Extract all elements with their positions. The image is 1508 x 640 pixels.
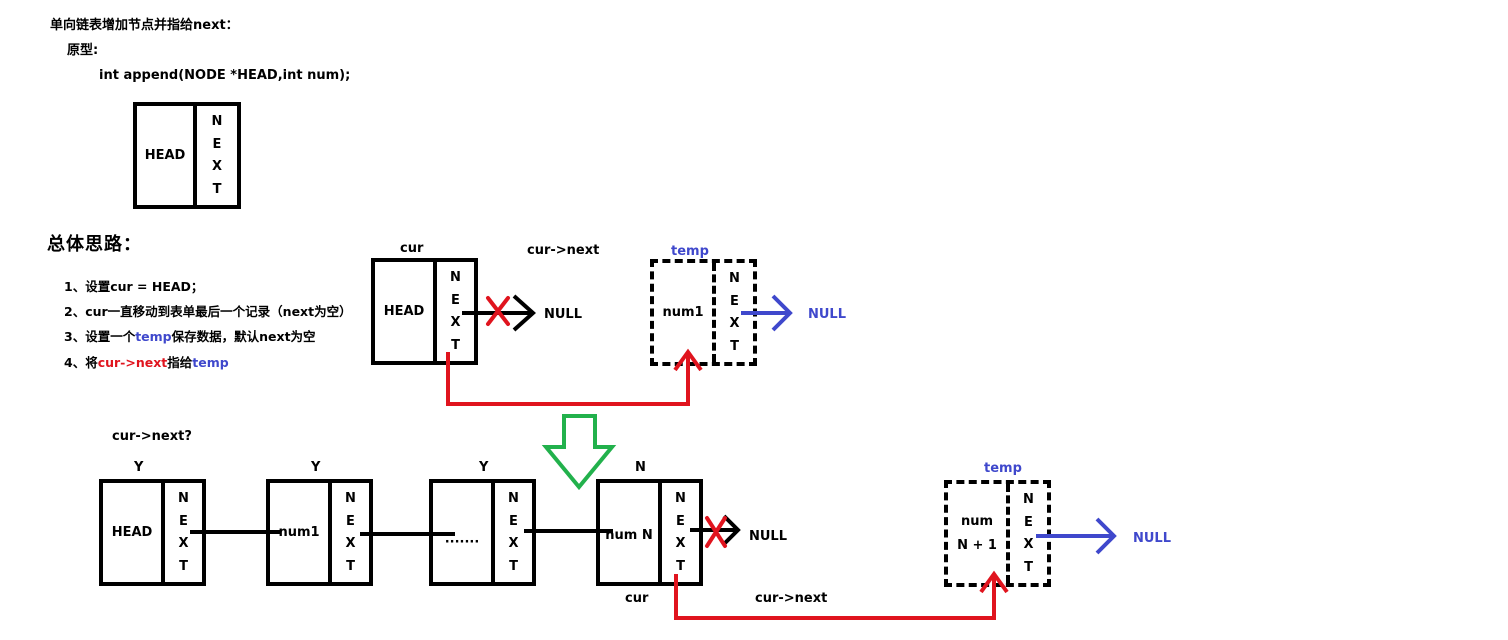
temp-null-label: NULL xyxy=(1133,531,1172,546)
node-divider xyxy=(161,483,165,582)
step-1: 1、设置cur = HEAD； xyxy=(64,279,204,294)
cur-next-label: cur->next xyxy=(755,591,828,606)
next-field: N E X T xyxy=(1010,484,1047,583)
next-letter: X xyxy=(178,536,189,552)
next-letter: X xyxy=(508,536,519,552)
next-letter: E xyxy=(1024,514,1033,530)
prototype-code: int append(NODE *HEAD,int num); xyxy=(99,68,351,83)
temp-value-line: num xyxy=(960,514,994,529)
cur-next-to-temp-arrow xyxy=(446,348,703,406)
next-letter: E xyxy=(676,513,685,529)
next-field: N E X T xyxy=(332,483,369,582)
next-field: N E X T xyxy=(437,262,474,361)
last-next-to-new-temp-arrow xyxy=(674,570,1009,620)
yes-label: Y xyxy=(134,460,144,475)
next-letter: X xyxy=(675,536,686,552)
node-label: num N + 1 xyxy=(948,484,1006,583)
node-label: num1 xyxy=(662,305,704,320)
next-letter: E xyxy=(730,293,739,309)
next-letter: X xyxy=(450,315,461,331)
step-4: 4、将cur->next指给temp xyxy=(64,355,229,370)
next-letter: T xyxy=(676,559,685,575)
next-letter: E xyxy=(346,513,355,529)
cut-x-icon xyxy=(486,296,510,326)
next-letter: N xyxy=(729,270,740,286)
next-letter: T xyxy=(509,559,518,575)
new-temp-to-null-arrow xyxy=(1036,517,1117,555)
temp-label: temp xyxy=(671,244,709,259)
cur-label: cur xyxy=(400,241,424,256)
green-down-arrow-icon xyxy=(541,414,617,491)
next-letter: X xyxy=(729,316,740,332)
node-label: num1 xyxy=(278,525,320,540)
node-label: HEAD xyxy=(111,525,153,540)
node-divider xyxy=(433,262,437,361)
next-field: N E X T xyxy=(495,483,532,582)
next-field: N E X T xyxy=(662,483,699,582)
next-letter: E xyxy=(451,292,460,308)
no-label: N xyxy=(635,460,646,475)
next-field: N E X T xyxy=(716,263,753,362)
node-label: ······· xyxy=(444,535,480,550)
node-divider xyxy=(328,483,332,582)
new-temp-node: num N + 1 N E X T xyxy=(944,480,1051,587)
page-heading: 单向链表增加节点并指给next： xyxy=(50,18,239,33)
next-letter: T xyxy=(212,182,222,198)
next-letter: N xyxy=(450,269,461,285)
prototype-node: HEAD N E X T xyxy=(133,102,241,209)
next-letter: X xyxy=(345,536,356,552)
node-label: HEAD xyxy=(383,304,425,319)
cur-next-label: cur->next xyxy=(527,243,600,258)
next-letter: T xyxy=(730,339,739,355)
temp-value-line: N + 1 xyxy=(957,538,997,553)
node-divider xyxy=(1006,484,1010,583)
step-3: 3、设置一个temp保存数据，默认next为空 xyxy=(64,329,316,344)
next-letter: N xyxy=(675,490,686,506)
next-letter: E xyxy=(212,136,222,152)
next-letter: N xyxy=(508,490,519,506)
cur-label: cur xyxy=(625,591,649,606)
next-letter: N xyxy=(211,113,223,129)
yes-label: Y xyxy=(311,460,321,475)
next-letter: E xyxy=(509,513,518,529)
next-letter: T xyxy=(1024,560,1033,576)
next-letter: N xyxy=(1023,491,1034,507)
next-letter: T xyxy=(346,559,355,575)
prototype-label: 原型: xyxy=(67,43,99,58)
next-field: N E X T xyxy=(197,106,237,205)
next-letter: T xyxy=(179,559,188,575)
node-label: num N xyxy=(605,528,653,543)
overview-title: 总体思路： xyxy=(47,234,142,255)
null-label: NULL xyxy=(749,529,788,544)
next-letter: E xyxy=(179,513,188,529)
temp-to-null-arrow xyxy=(741,294,793,332)
node-divider xyxy=(712,263,716,362)
node-divider xyxy=(193,106,197,205)
list-node-head: HEAD N E X T xyxy=(99,479,206,586)
null-label: NULL xyxy=(544,307,583,322)
yes-label: Y xyxy=(479,460,489,475)
next-letter: X xyxy=(211,159,223,175)
node-label: HEAD xyxy=(144,148,186,163)
next-field: N E X T xyxy=(165,483,202,582)
next-letter: N xyxy=(178,490,189,506)
next-letter: X xyxy=(1023,537,1034,553)
temp-null-label: NULL xyxy=(808,307,847,322)
cur-next-question: cur->next? xyxy=(112,429,192,444)
node-divider xyxy=(491,483,495,582)
temp-label: temp xyxy=(984,461,1022,476)
step-2: 2、cur一直移动到表单最后一个记录（next为空） xyxy=(64,304,352,319)
next-letter: N xyxy=(345,490,356,506)
node-divider xyxy=(658,483,662,582)
cut-x-icon xyxy=(705,516,727,548)
next-letter: T xyxy=(451,338,460,354)
